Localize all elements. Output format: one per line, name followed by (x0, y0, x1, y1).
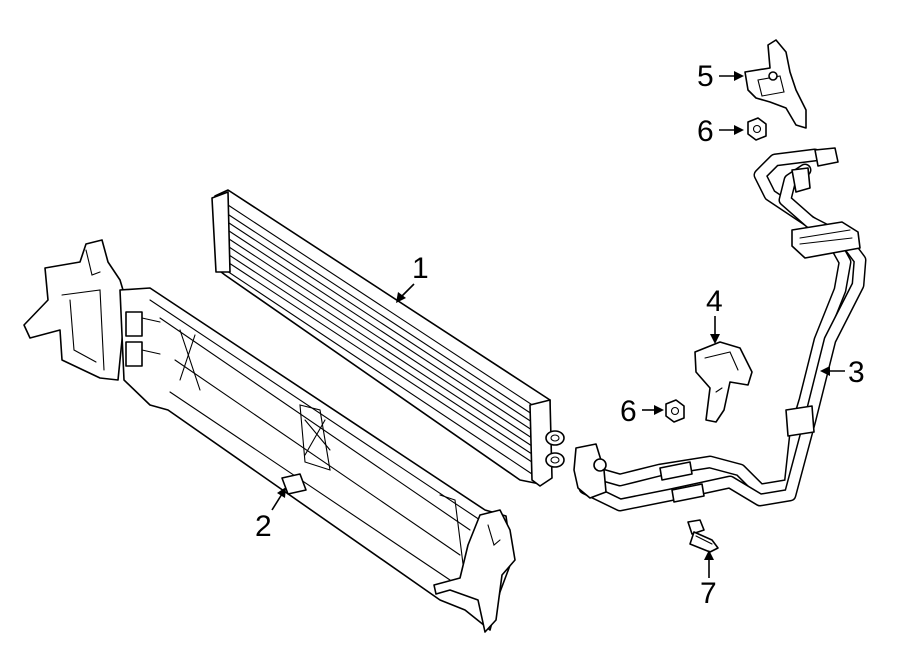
part-7-bolt[interactable] (687, 519, 719, 553)
callout-6-mid: 6 (620, 395, 664, 428)
callout-5-label: 5 (697, 60, 714, 93)
callout-3: 3 (820, 356, 865, 389)
callout-4: 4 (706, 285, 723, 344)
part-3-cooler-lines[interactable] (573, 147, 867, 512)
callout-6-mid-label: 6 (620, 395, 637, 428)
part-6-nut-mid[interactable] (665, 399, 685, 423)
callout-5: 5 (697, 60, 744, 93)
callout-2: 2 (255, 487, 286, 543)
callout-1-label: 1 (412, 252, 429, 285)
part-4-bracket[interactable] (694, 341, 753, 423)
callout-7-label: 7 (700, 577, 717, 610)
callout-6-top-label: 6 (697, 115, 714, 148)
callout-2-label: 2 (255, 510, 272, 543)
part-5-bracket[interactable] (744, 39, 807, 129)
callout-6-top: 6 (697, 115, 744, 148)
callout-7: 7 (700, 550, 717, 610)
part-2-support-frame[interactable] (23, 239, 516, 633)
part-1-cooler[interactable] (211, 189, 565, 487)
callout-4-label: 4 (706, 285, 723, 318)
callout-3-label: 3 (848, 356, 865, 389)
part-6-nut-top[interactable] (747, 117, 767, 141)
callout-1: 1 (396, 252, 429, 303)
